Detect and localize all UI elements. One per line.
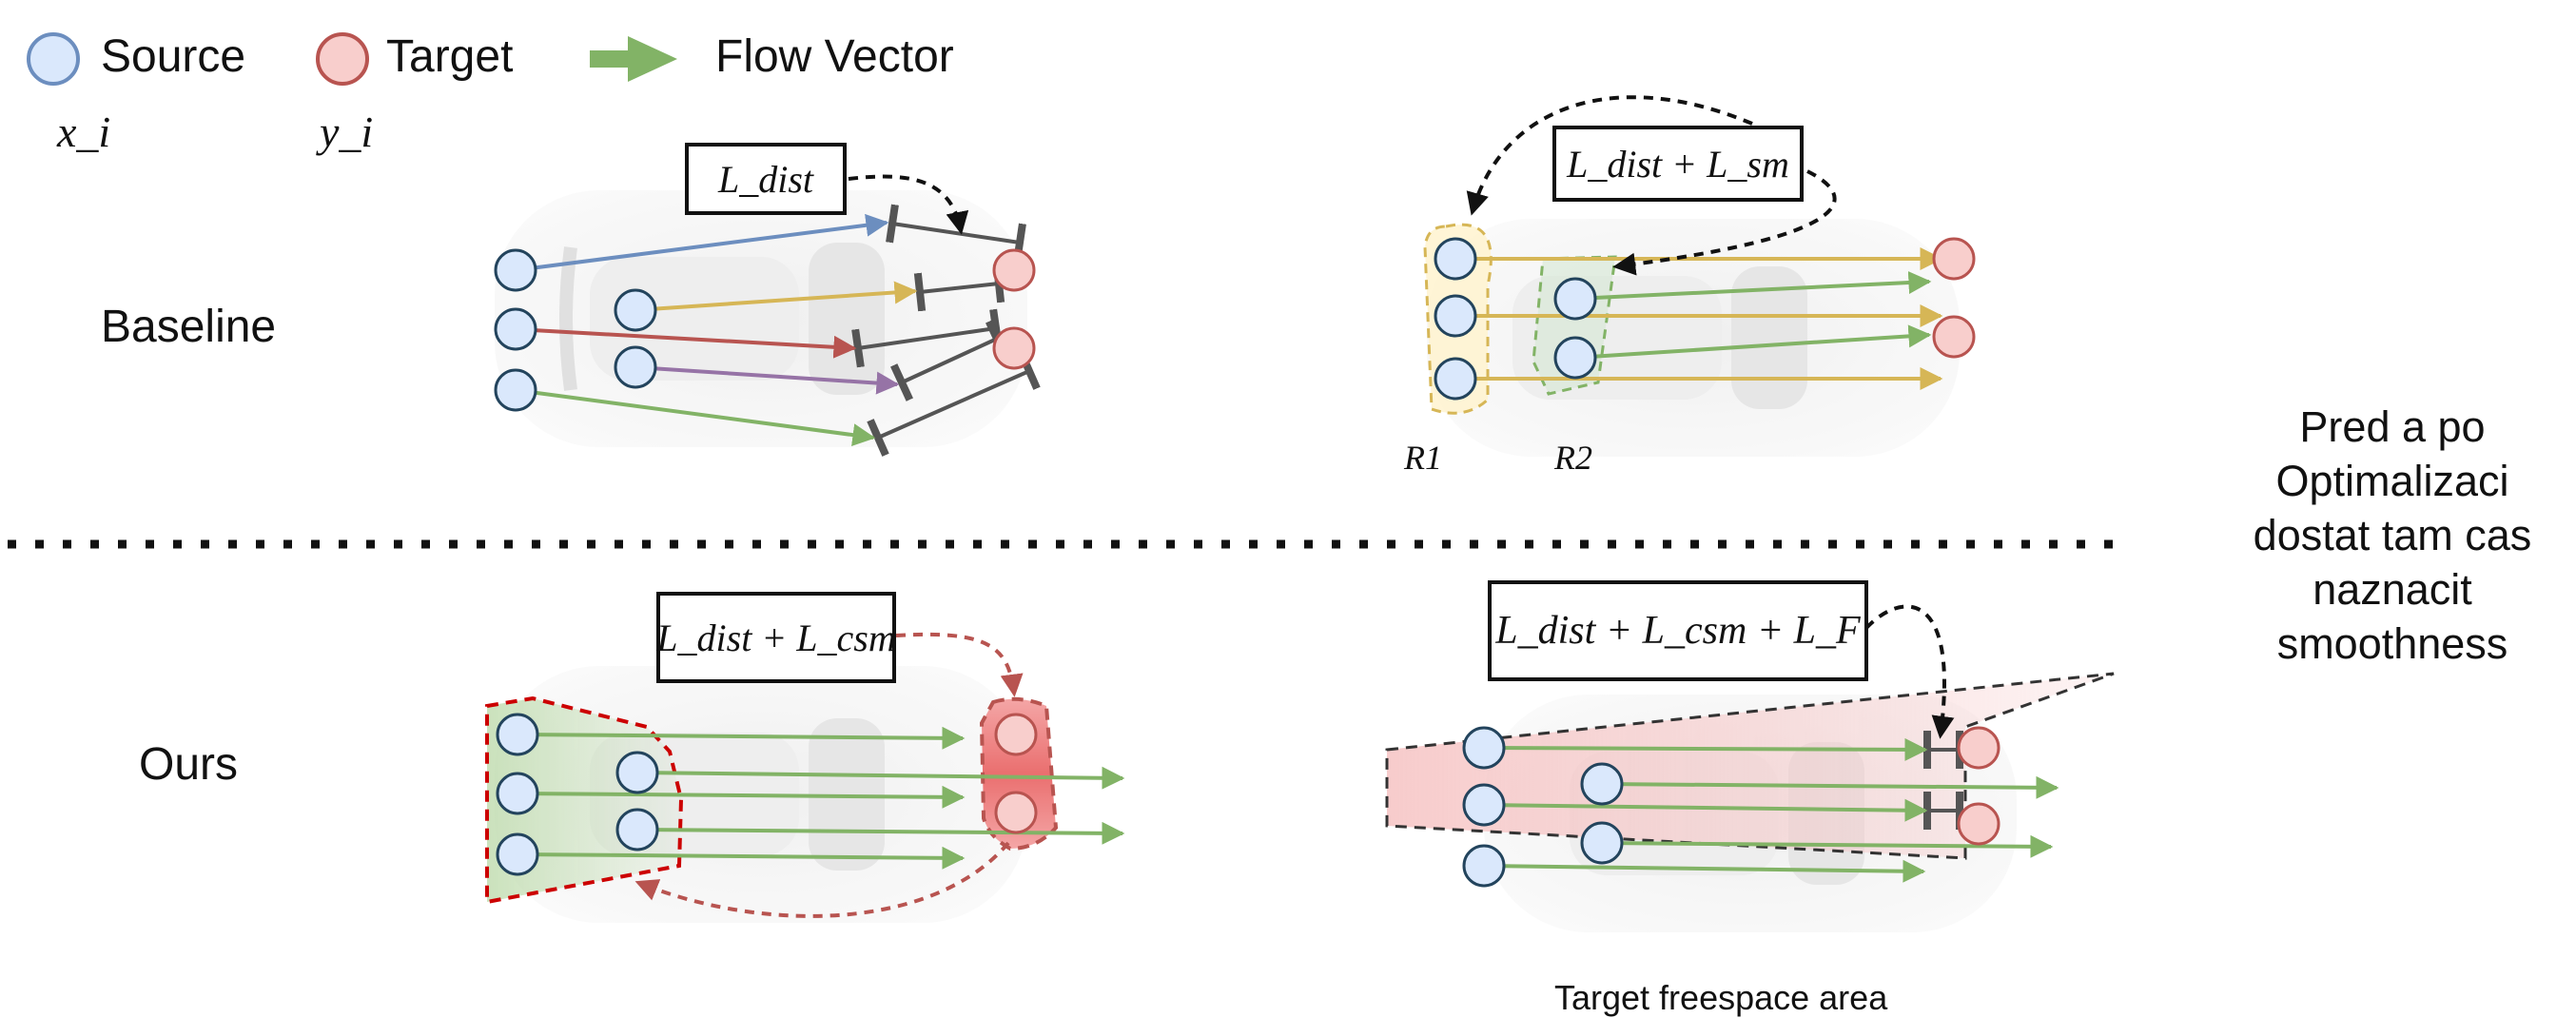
- flow-vector: [515, 213, 889, 272]
- formula-baseline-left: L_dist: [685, 143, 847, 215]
- flow-vector: [1601, 834, 2054, 858]
- distance-bar: [867, 352, 1041, 457]
- loss-pointer-arrow: [895, 632, 1024, 697]
- source-node: [1434, 294, 1477, 338]
- legend-target-circle: [316, 32, 369, 86]
- source-node: [1553, 336, 1597, 380]
- legend-target-var: y_i: [320, 108, 374, 156]
- flow-vector: [634, 281, 918, 312]
- formula-ours-right: L_dist + L_csm + L_F: [1488, 580, 1868, 681]
- source-node: [1434, 357, 1477, 401]
- formula-ours-left: L_dist + L_csm: [656, 592, 896, 683]
- legend-target-label: Target: [386, 31, 514, 82]
- source-node: [496, 713, 539, 756]
- legend-flow-label: Flow Vector: [715, 31, 954, 82]
- target-node: [1957, 802, 2000, 846]
- target-node: [994, 791, 1038, 834]
- legend: [27, 32, 677, 86]
- flow-vector: [515, 327, 857, 359]
- source-node: [614, 345, 657, 389]
- baseline-left-panel: [494, 174, 1041, 457]
- legend-flow-arrowhead-icon: [628, 36, 677, 82]
- row-label-ours: Ours: [139, 739, 239, 790]
- flow-vector: [517, 785, 966, 809]
- source-node: [1462, 844, 1506, 888]
- source-node: [1434, 237, 1477, 281]
- flow-vector: [636, 821, 1125, 845]
- source-node: [615, 808, 659, 852]
- source-node: [614, 288, 657, 332]
- source-node: [494, 368, 537, 412]
- source-node: [496, 772, 539, 815]
- ours-right-panel: [1385, 604, 2115, 888]
- source-node: [1580, 762, 1624, 806]
- loss-pointer-arrow: [1466, 95, 1753, 216]
- loss-pointer-arrow: [1612, 169, 1837, 276]
- loss-pointer-arrow: [848, 174, 969, 235]
- flow-vector: [636, 766, 1125, 790]
- flow-vector: [1574, 324, 1932, 360]
- flow-vector: [1483, 798, 1928, 822]
- formula-baseline-right: L_dist + L_sm: [1552, 126, 1804, 202]
- flow-vector: [517, 726, 966, 750]
- source-node: [1580, 821, 1624, 865]
- side-note: Pred a po Optimalizaci dostat tam cas na…: [2253, 402, 2532, 668]
- target-node: [1957, 726, 2000, 770]
- target-node: [1932, 315, 1976, 359]
- source-node: [1553, 277, 1597, 321]
- legend-source-var: x_i: [57, 108, 111, 156]
- flow-vector: [517, 846, 966, 870]
- loss-pointer-arrow: [1864, 604, 1955, 739]
- flow-vector: [1483, 859, 1926, 883]
- target-node: [1932, 237, 1976, 281]
- flow-vector: [1574, 271, 1932, 301]
- ours-left-panel: [485, 632, 1125, 918]
- target-node: [992, 326, 1036, 370]
- baseline-right-panel: [1423, 95, 1976, 415]
- flow-vector: [634, 365, 900, 395]
- region-label-r2: R2: [1554, 439, 1592, 477]
- target-node: [994, 713, 1038, 756]
- legend-source-label: Source: [101, 31, 246, 82]
- legend-source-circle: [27, 32, 80, 86]
- source-node: [1462, 783, 1506, 827]
- target-node: [992, 248, 1036, 292]
- source-node: [494, 248, 537, 292]
- flow-vector: [515, 388, 876, 447]
- flow-vector: [1483, 737, 1928, 761]
- region-label-r1: R1: [1404, 439, 1442, 477]
- source-node: [615, 751, 659, 794]
- source-node: [494, 307, 537, 351]
- freespace-caption: Target freespace area: [1554, 978, 1888, 1017]
- source-node: [496, 832, 539, 876]
- flow-vector: [1601, 775, 2059, 799]
- distance-bar: [913, 264, 1005, 312]
- source-node: [1462, 726, 1506, 770]
- row-label-baseline: Baseline: [101, 302, 277, 352]
